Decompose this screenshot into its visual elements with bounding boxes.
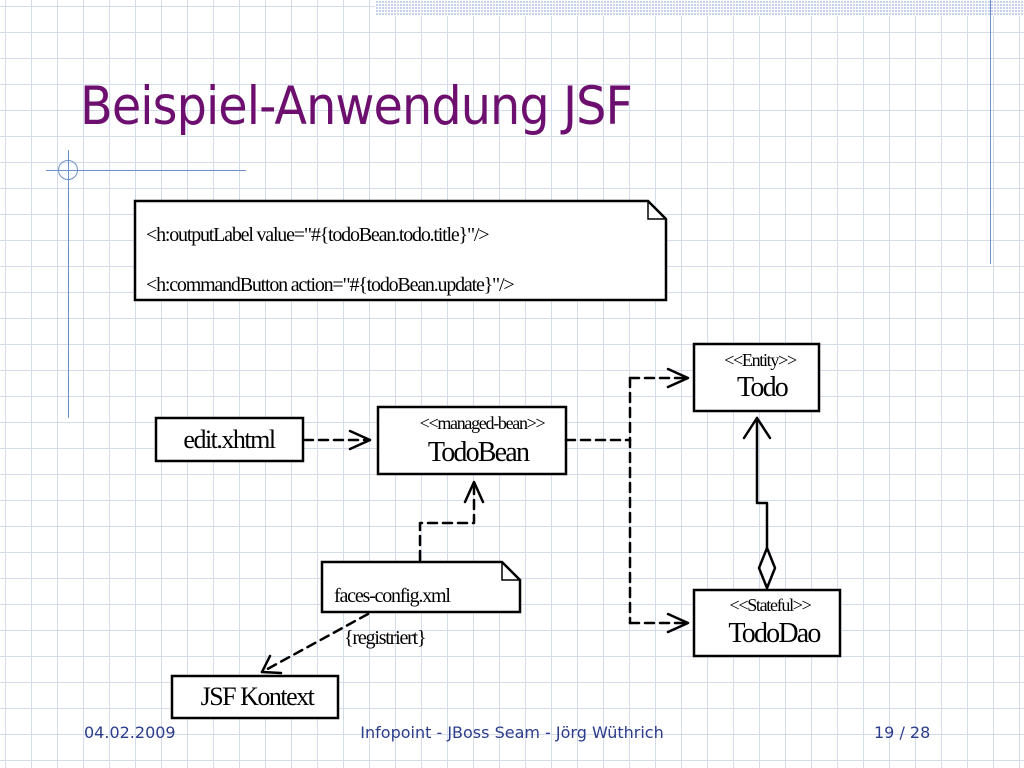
decoration-circle [58,160,78,180]
top-decoration-band [375,0,1024,16]
todo-bean-stereotype: <<managed-bean>> [420,413,546,433]
faces-config-note: faces-config.xml [320,560,522,614]
aggregation-diamond [757,546,777,590]
decoration-line-vertical [68,150,69,418]
edit-xhtml-box: edit.xhtml [154,416,305,463]
arrowhead-dao-to-todo [742,416,772,440]
todo-dao-stereotype: <<Stateful>> [730,595,812,615]
connector-config-to-bean [418,480,476,562]
arrowhead-edit-to-bean [348,429,372,451]
code-line-command-button: <h:commandButton action="#{todoBean.upda… [146,274,514,296]
todo-bean-box: <<managed-bean>> TodoBean [376,405,568,476]
edit-xhtml-label: edit.xhtml [183,425,275,454]
page-title: Beispiel-Anwendung JSF [80,76,633,137]
jsf-kontext-box: JSF Kontext [170,674,340,720]
connector-dao-to-todo [755,416,769,550]
arrowhead-to-kontext [260,654,283,675]
code-note: <h:outputLabel value="#{todoBean.todo.ti… [133,199,668,302]
decoration-line-right [990,0,991,264]
decoration-line-horizontal [46,170,246,171]
todo-dao-name: TodoDao [728,618,820,649]
footer-date: 04.02.2009 [84,723,176,742]
code-line-output-label: <h:outputLabel value="#{todoBean.todo.ti… [146,224,489,246]
jsf-kontext-label: JSF Kontext [201,682,316,711]
todo-entity-stereotype: <<Entity>> [724,350,797,370]
faces-config-label: faces-config.xml [334,585,451,607]
todo-entity-box: <<Entity>> Todo [692,342,821,413]
todo-entity-name: Todo [737,372,788,403]
todo-bean-name: TodoBean [428,437,530,468]
footer-page-number: 19 / 28 [874,723,931,742]
arrowhead-config-to-bean [463,480,485,504]
arrowhead-to-dao [666,612,690,634]
todo-dao-box: <<Stateful>> TodoDao [692,588,842,658]
arrowhead-to-todo [666,367,690,389]
connector-config-to-kontext [260,612,370,674]
footer-presentation-title: Infopoint - JBoss Seam - Jörg Wüthrich [360,723,664,742]
registriert-label: {registriert} [344,627,425,649]
